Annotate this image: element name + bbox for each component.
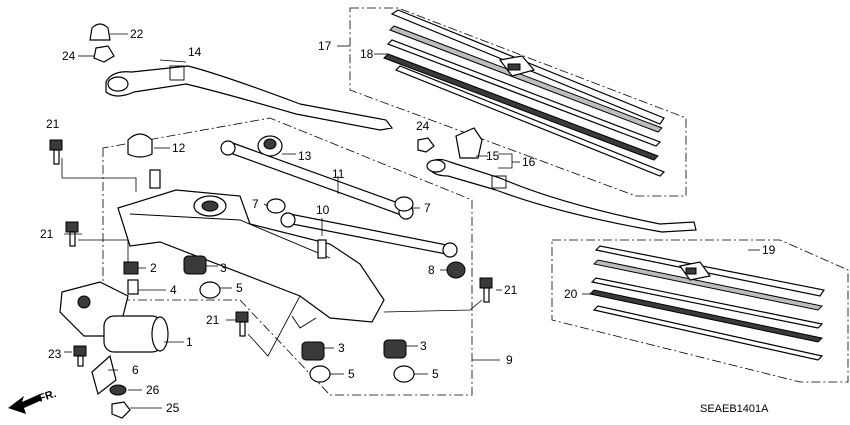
callout-3-a: 3 [220,261,227,275]
bushing-7-a[interactable] [266,198,286,214]
callout-21-c: 21 [504,283,518,297]
grommet-3-b[interactable] [301,341,325,361]
grommet-3-a[interactable] [183,255,207,275]
bolt-21-c[interactable] [479,277,493,303]
callout-21-d: 21 [206,313,220,327]
callout-6: 6 [132,363,139,377]
bolt-21-d[interactable] [235,311,249,337]
nut-25[interactable] [111,401,131,419]
wiper-blade-19[interactable] [588,245,825,361]
callout-7-a: 7 [252,197,259,211]
nut-24-left[interactable] [93,45,115,63]
blade-assembly-frame-19 [551,239,849,383]
callout-labels: 22 24 14 17 18 21 12 13 24 15 16 11 7 7 … [40,27,776,415]
bolt-21-b[interactable] [65,221,79,247]
grommet-8[interactable] [446,261,466,279]
callout-21-a: 21 [46,117,60,131]
cap-22[interactable] [89,23,111,41]
callout-3-c: 3 [420,339,427,353]
bushing-7-b[interactable] [394,196,414,212]
nut-2[interactable] [123,261,139,275]
callout-8: 8 [428,263,435,277]
washer-26[interactable] [109,384,127,396]
link-rod-10[interactable] [280,212,458,258]
wiper-blade-18[interactable] [383,9,666,177]
callout-16: 16 [522,155,536,169]
callout-18: 18 [360,47,374,61]
wiper-arm-14[interactable] [105,65,394,131]
callout-11: 11 [332,167,345,181]
callout-26: 26 [146,383,160,397]
wiper-motor-1[interactable] [59,281,169,353]
bushing-13[interactable] [257,135,283,157]
callout-1: 1 [186,335,193,349]
callout-24-right: 24 [416,119,430,133]
wiper-arm-16[interactable] [426,158,697,233]
callout-17: 17 [318,39,332,53]
bolt-5-a[interactable] [199,281,221,299]
callout-20: 20 [564,287,578,301]
callout-5-b: 5 [348,367,355,381]
cap-12[interactable] [127,133,153,158]
callout-10: 10 [316,203,330,217]
front-arrow-label: FR. [37,388,58,405]
callout-7-b: 7 [424,201,431,215]
callout-2: 2 [150,261,157,275]
blade-assembly-frame-17 [349,7,687,197]
front-arrow-icon: FR. [8,388,58,414]
diagram-code: SEAEB1401A [700,403,769,415]
callout-21-b: 21 [40,227,54,241]
bolt-5-c[interactable] [393,365,415,383]
callout-23: 23 [48,347,62,361]
bracket-6[interactable] [91,354,117,396]
bolt-5-b[interactable] [309,365,331,383]
callout-14: 14 [188,45,202,59]
callout-24-left: 24 [62,49,76,63]
callout-22: 22 [130,27,144,41]
callout-5-c: 5 [432,367,439,381]
leader-lines [61,33,760,409]
callout-4: 4 [170,283,177,297]
callout-9: 9 [506,353,513,367]
cap-15[interactable] [455,127,483,159]
callout-15: 15 [486,149,500,163]
grommet-3-c[interactable] [383,339,407,359]
callout-13: 13 [298,149,312,163]
callout-5-a: 5 [236,281,243,295]
callout-3-b: 3 [338,341,345,355]
callout-12: 12 [172,141,186,155]
nut-24-right[interactable] [417,137,435,153]
bolt-4[interactable] [127,279,139,295]
bolt-21-a[interactable] [49,139,63,165]
bolt-23[interactable] [73,345,87,367]
callout-19: 19 [762,243,776,257]
callout-25: 25 [166,401,180,415]
wiper-linkage-9[interactable] [117,169,385,329]
